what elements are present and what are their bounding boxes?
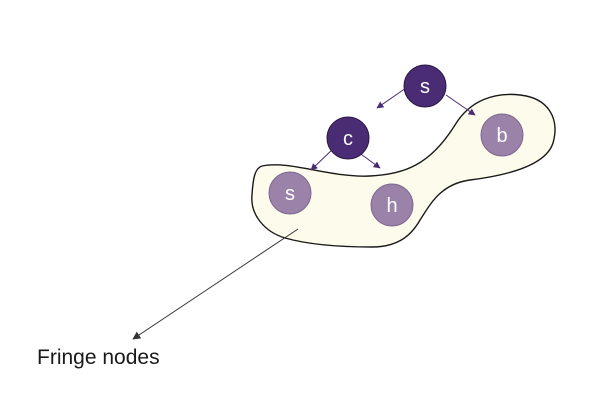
node-root-s: s — [403, 64, 447, 108]
edge-s-to-b — [445, 94, 476, 116]
node-fringe-h-label: h — [386, 195, 397, 217]
node-c: c — [326, 116, 370, 160]
fringe-nodes-caption: Fringe nodes — [37, 346, 160, 369]
node-fringe-h: h — [370, 183, 414, 227]
node-root-s-label: s — [420, 76, 430, 98]
node-fringe-b: b — [480, 113, 524, 157]
edge-s-to-c — [376, 87, 407, 109]
node-fringe-s: s — [268, 171, 312, 215]
edge-c-to-h — [357, 151, 381, 169]
node-fringe-b-label: b — [496, 125, 507, 147]
node-fringe-s-label: s — [285, 183, 295, 205]
fringe-pointer-arrow — [132, 228, 299, 340]
node-c-label: c — [343, 128, 353, 150]
